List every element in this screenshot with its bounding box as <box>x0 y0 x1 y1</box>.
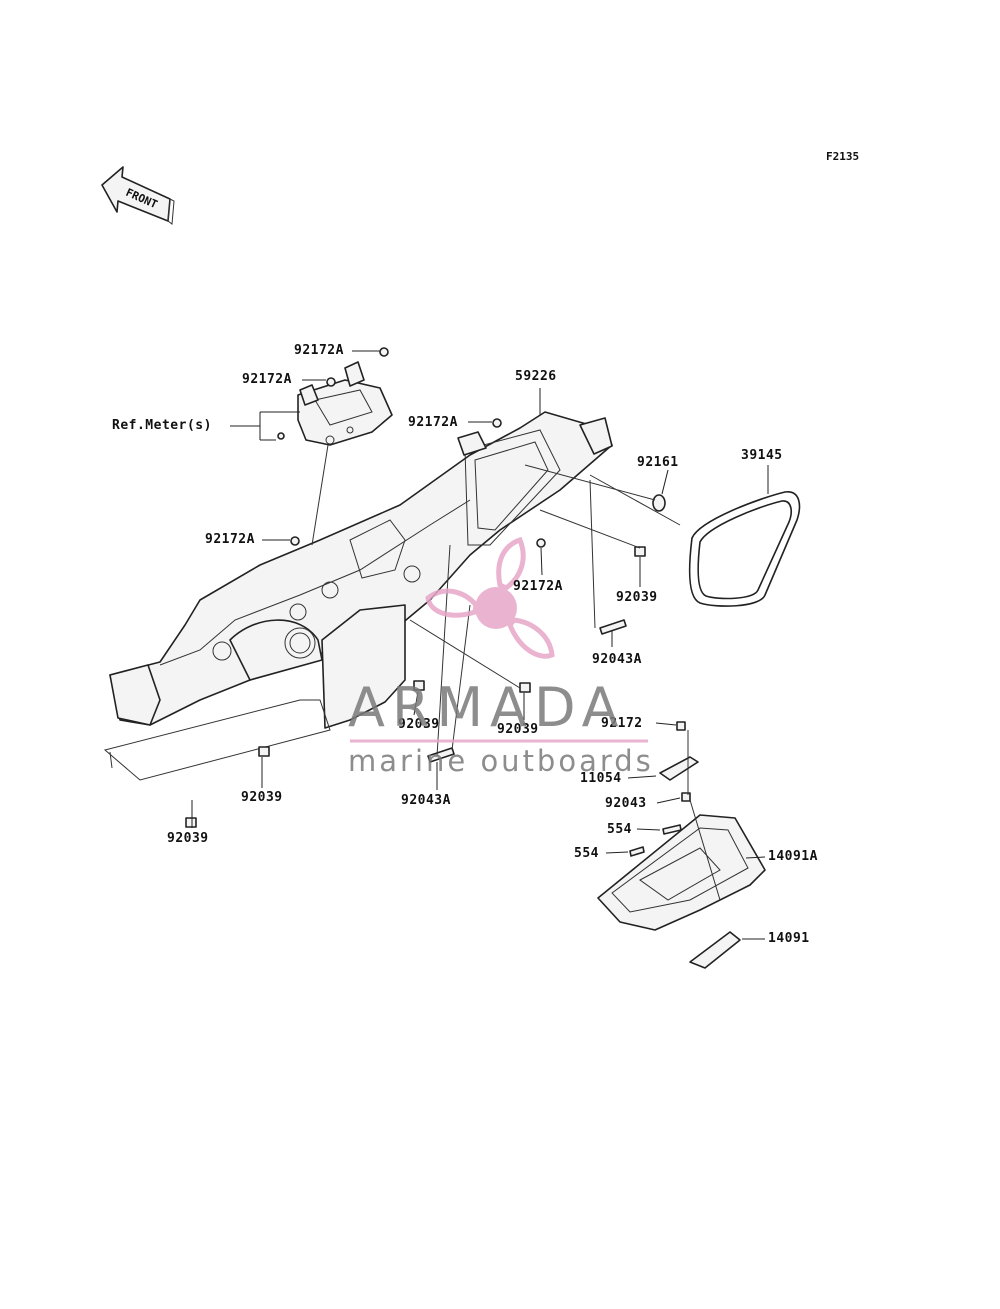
callout-554-2: 554 <box>574 846 599 861</box>
meter-bracket <box>297 361 393 446</box>
callout-554-1: 554 <box>607 822 632 837</box>
watermark-tagline: marine outboards <box>348 744 654 778</box>
lid-frame-39145 <box>688 491 801 607</box>
callout-92172A-4: 92172A <box>205 532 255 547</box>
callout-14091A: 14091A <box>768 849 818 864</box>
callout-92039-5: 92039 <box>167 831 209 846</box>
callout-92039-2: 92039 <box>398 717 440 732</box>
fasteners <box>185 347 691 857</box>
callout-92043: 92043 <box>605 796 647 811</box>
callout-92172A-1: 92172A <box>294 343 344 358</box>
callout-14091: 14091 <box>768 931 810 946</box>
callout-39145: 39145 <box>741 448 783 463</box>
glovebox-14091A <box>597 814 766 931</box>
front-arrow-icon: FRONT <box>101 166 175 225</box>
hinge-11054 <box>659 756 699 781</box>
dashboard-panel-59226 <box>109 411 613 726</box>
callout-92043A-1: 92043A <box>592 652 642 667</box>
callout-ref-meters: Ref.Meter(s) <box>112 418 212 433</box>
callout-92043A-2: 92043A <box>401 793 451 808</box>
callout-92172A-5: 92172A <box>513 579 563 594</box>
leader-lines <box>191 350 769 940</box>
watermark-propeller-icon <box>350 536 648 743</box>
cover-14091 <box>689 931 741 969</box>
callout-92172A-3: 92172A <box>408 415 458 430</box>
callout-92172: 92172 <box>601 716 643 731</box>
callout-92039-4: 92039 <box>241 790 283 805</box>
callout-92039-1: 92039 <box>616 590 658 605</box>
callout-59226: 59226 <box>515 369 557 384</box>
callout-92039-3: 92039 <box>497 722 539 737</box>
callout-92172A-2: 92172A <box>242 372 292 387</box>
figure-code: F2135 <box>826 150 860 163</box>
callout-92161: 92161 <box>637 455 679 470</box>
watermark-brand: ARMADA <box>348 676 626 739</box>
under-panel <box>103 604 406 781</box>
callout-11054: 11054 <box>580 771 622 786</box>
